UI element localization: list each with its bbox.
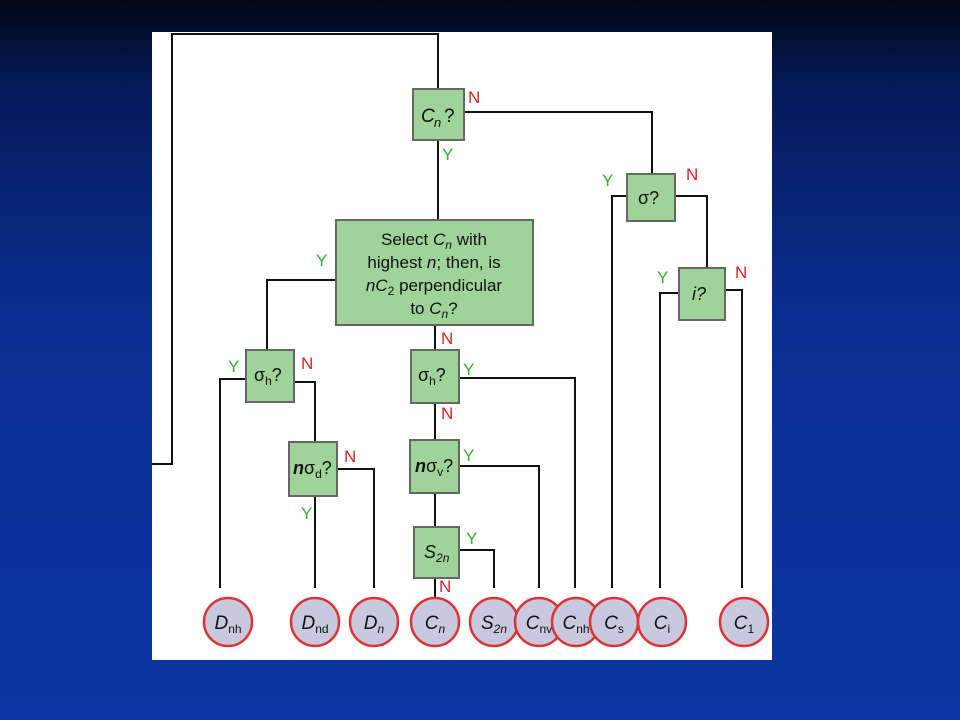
point-group-label: Cs bbox=[604, 613, 624, 636]
label-yes: Y bbox=[463, 446, 474, 465]
point-group-circle bbox=[409, 596, 461, 648]
point-group-label: Dnd bbox=[301, 613, 328, 636]
q-sh-left-text: σh? bbox=[254, 365, 282, 388]
q-nsd-text: nσd? bbox=[293, 458, 332, 481]
connector-loop bbox=[152, 33, 439, 465]
label-no: N bbox=[735, 263, 747, 282]
label-yes: Y bbox=[466, 529, 477, 548]
point-group-node: C1 bbox=[718, 596, 770, 648]
connector-cn-no bbox=[464, 111, 653, 174]
point-group-node: Cn bbox=[409, 596, 461, 648]
question-sigma-h-mid: σh? bbox=[410, 349, 460, 404]
point-group-label: C1 bbox=[734, 613, 755, 636]
point-group-label: Cn bbox=[425, 613, 446, 636]
point-group-node: Dn bbox=[348, 596, 400, 648]
q-select-line3: nC2 perpendicular bbox=[366, 276, 503, 298]
question-sigma: σ? bbox=[626, 173, 676, 222]
label-no: N bbox=[468, 88, 480, 107]
point-group-node: S2n bbox=[468, 596, 520, 648]
q-select-line1: Select Cn with bbox=[381, 230, 487, 252]
connector-sh-left-no bbox=[294, 381, 316, 442]
label-no: N bbox=[344, 447, 356, 466]
connector-i-no bbox=[725, 289, 743, 588]
label-no: N bbox=[441, 329, 453, 348]
connector-nsd-no bbox=[337, 468, 375, 588]
point-group-node: Dnd bbox=[289, 596, 341, 648]
label-yes: Y bbox=[442, 145, 453, 164]
flowchart-canvas: C n ? N Y σ? Y N i? Y N Select Cn with h… bbox=[152, 32, 772, 660]
question-nsigma-v: nσv? bbox=[409, 439, 460, 494]
point-group-label: Ci bbox=[654, 613, 670, 636]
point-group-circle bbox=[636, 596, 688, 648]
connector-s2n-yes bbox=[459, 549, 495, 588]
point-group-label: Dnh bbox=[214, 613, 241, 636]
point-group-node: Cs bbox=[588, 596, 640, 648]
connector-sigma-yes bbox=[611, 195, 627, 588]
label-yes: Y bbox=[602, 171, 613, 190]
connector-nsv-yes bbox=[459, 465, 540, 588]
connector-sigma-no bbox=[675, 195, 708, 268]
label-no: N bbox=[686, 165, 698, 184]
label-yes: Y bbox=[228, 357, 239, 376]
point-group-circle bbox=[289, 596, 341, 648]
q-cn-text: C bbox=[421, 106, 435, 127]
connector-select-yes bbox=[266, 279, 336, 350]
q-select-line2: highest n; then, is bbox=[367, 253, 500, 272]
point-group-nodes: Dnh Dnd Dn Cn S2n Cnv Cnh Cs Ci C1 bbox=[202, 596, 770, 648]
label-yes: Y bbox=[463, 360, 474, 379]
question-s2n: S2n bbox=[413, 526, 460, 579]
connector-i-yes bbox=[659, 292, 679, 588]
point-group-label: S2n bbox=[481, 613, 507, 636]
q-inv-text: i? bbox=[692, 284, 706, 304]
point-group-label: Cnh bbox=[562, 613, 589, 636]
q-cn-mark: ? bbox=[444, 106, 455, 127]
q-cn-sub: n bbox=[434, 115, 441, 130]
connector-lines bbox=[152, 33, 743, 598]
label-no: N bbox=[441, 404, 453, 423]
question-cn: C n ? bbox=[412, 88, 465, 141]
label-yes: Y bbox=[301, 504, 312, 523]
q-s2n-text: S2n bbox=[424, 542, 450, 565]
q-select-line4: to Cn? bbox=[410, 299, 457, 321]
point-group-node: Cnh bbox=[550, 596, 602, 648]
question-select-cn: Select Cn with highest n; then, is nC2 p… bbox=[335, 219, 534, 326]
question-nsigma-d: nσd? bbox=[288, 441, 338, 497]
label-yes: Y bbox=[657, 268, 668, 287]
point-group-circle bbox=[718, 596, 770, 648]
point-group-node: Ci bbox=[636, 596, 688, 648]
point-group-label: Dn bbox=[364, 613, 385, 636]
question-inversion: i? bbox=[678, 267, 726, 321]
point-group-node: Dnh bbox=[202, 596, 254, 648]
point-group-circle bbox=[348, 596, 400, 648]
label-yes: Y bbox=[316, 251, 327, 270]
point-group-flowchart: C n ? N Y σ? Y N i? Y N Select Cn with h… bbox=[152, 33, 770, 648]
point-group-circle bbox=[202, 596, 254, 648]
point-group-label: Cnv bbox=[526, 613, 552, 636]
q-nsv-text: nσv? bbox=[415, 456, 453, 479]
question-sigma-h-left: σh? bbox=[245, 349, 295, 403]
label-no: N bbox=[301, 354, 313, 373]
label-no: N bbox=[439, 577, 451, 596]
q-sigma-text: σ? bbox=[638, 188, 659, 208]
connector-sh-left-yes bbox=[219, 378, 246, 588]
connector-sh-mid-yes bbox=[459, 377, 576, 588]
q-sh-mid-text: σh? bbox=[418, 365, 446, 388]
